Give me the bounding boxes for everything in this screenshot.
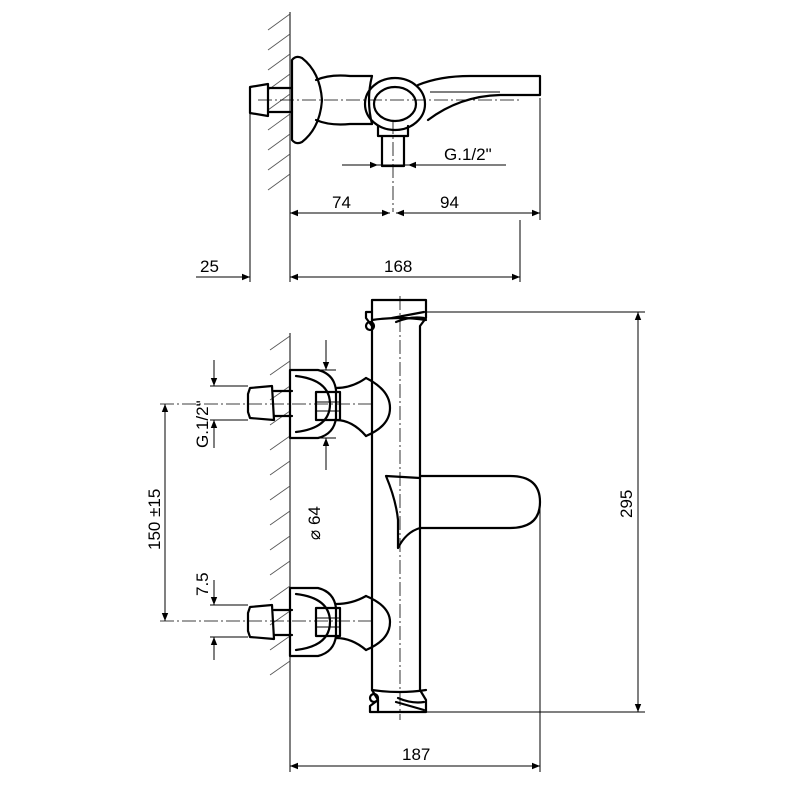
top-handle-oval (363, 76, 427, 132)
height-label: 295 (617, 490, 636, 518)
front-spout (384, 474, 542, 550)
lower-inlet-nut (246, 603, 276, 641)
dim-94: 94 (440, 193, 459, 212)
mixer-body (370, 298, 428, 714)
top-wall-hatch (267, 12, 291, 191)
dim-168: 168 (384, 257, 412, 276)
upper-inlet-nut (246, 384, 276, 422)
lower-connector (314, 606, 342, 638)
top-view: G.1/2" 74 94 25 168 (196, 12, 542, 282)
top-inlet-nut (248, 82, 270, 118)
top-thread-label: G.1/2" (444, 145, 492, 164)
dim-74: 74 (332, 193, 351, 212)
upper-arm (334, 376, 368, 438)
upper-connector (314, 390, 342, 422)
spacing-label: 150 ±15 (145, 489, 164, 550)
width-label: 187 (402, 745, 430, 764)
top-flange (290, 55, 324, 145)
lower-arm (334, 594, 368, 652)
front-view: G.1/2" 150 ±15 7.5 ⌀ 64 295 187 (145, 296, 645, 772)
top-body (314, 74, 374, 126)
dim-25: 25 (200, 257, 219, 276)
offset-label: 7.5 (193, 572, 212, 596)
upper-flange (288, 368, 338, 440)
top-spout (416, 74, 542, 122)
diameter-label: ⌀ 64 (305, 506, 324, 540)
front-thread-label: G.1/2" (193, 400, 212, 448)
